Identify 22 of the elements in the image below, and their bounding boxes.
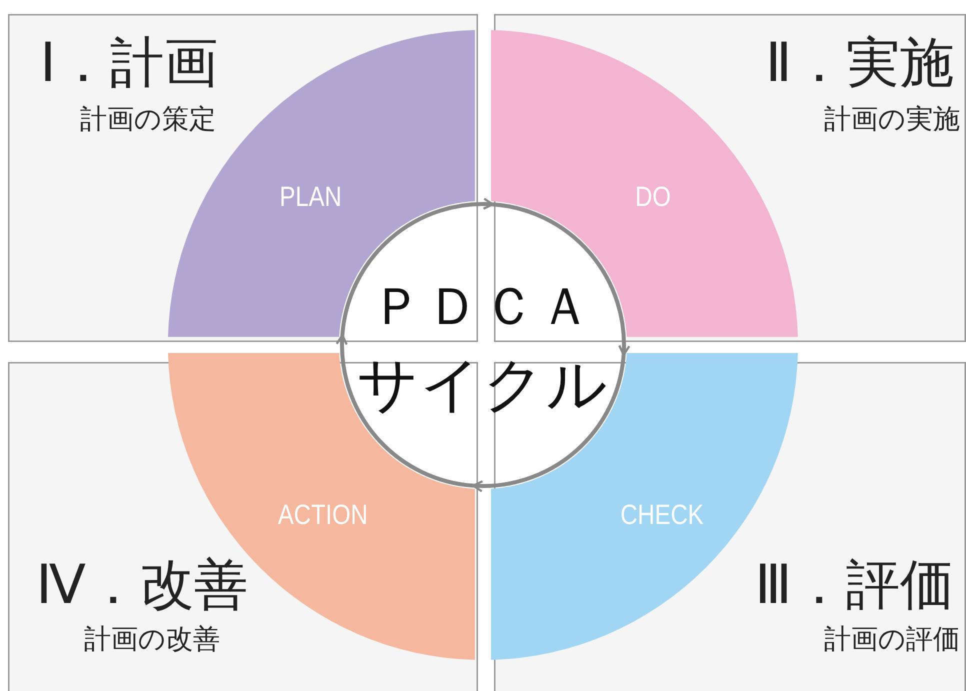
phase-label: PLAN	[279, 182, 342, 211]
panel-description: 計画の策定	[80, 106, 216, 133]
phase-label: ACTION	[278, 501, 368, 529]
quadrant-panel	[494, 14, 966, 342]
cycle-title: サイクル	[357, 355, 609, 415]
phase-label: CHECK	[620, 501, 704, 529]
phase-label: DO	[635, 182, 671, 211]
ring-segment	[491, 353, 798, 660]
quadrant-panel	[8, 14, 478, 342]
cycle-arrow	[340, 198, 494, 336]
panel-heading: Ⅲ．評価	[754, 558, 954, 612]
panel-description: 計画の改善	[84, 626, 220, 653]
ring-segment	[491, 30, 798, 337]
panel-heading: Ⅰ．計画	[40, 36, 218, 90]
cycle-arrow	[492, 202, 630, 356]
panel-description: 計画の実施	[824, 106, 960, 133]
cycle-arrow	[472, 354, 626, 492]
cycle-title: ＰＤＣＡ	[371, 281, 595, 333]
cycle-arrow	[336, 334, 474, 488]
panel-heading: Ⅱ．実施	[765, 36, 954, 90]
panel-heading: Ⅳ．改善	[36, 558, 248, 612]
panel-description: 計画の評価	[824, 626, 960, 653]
